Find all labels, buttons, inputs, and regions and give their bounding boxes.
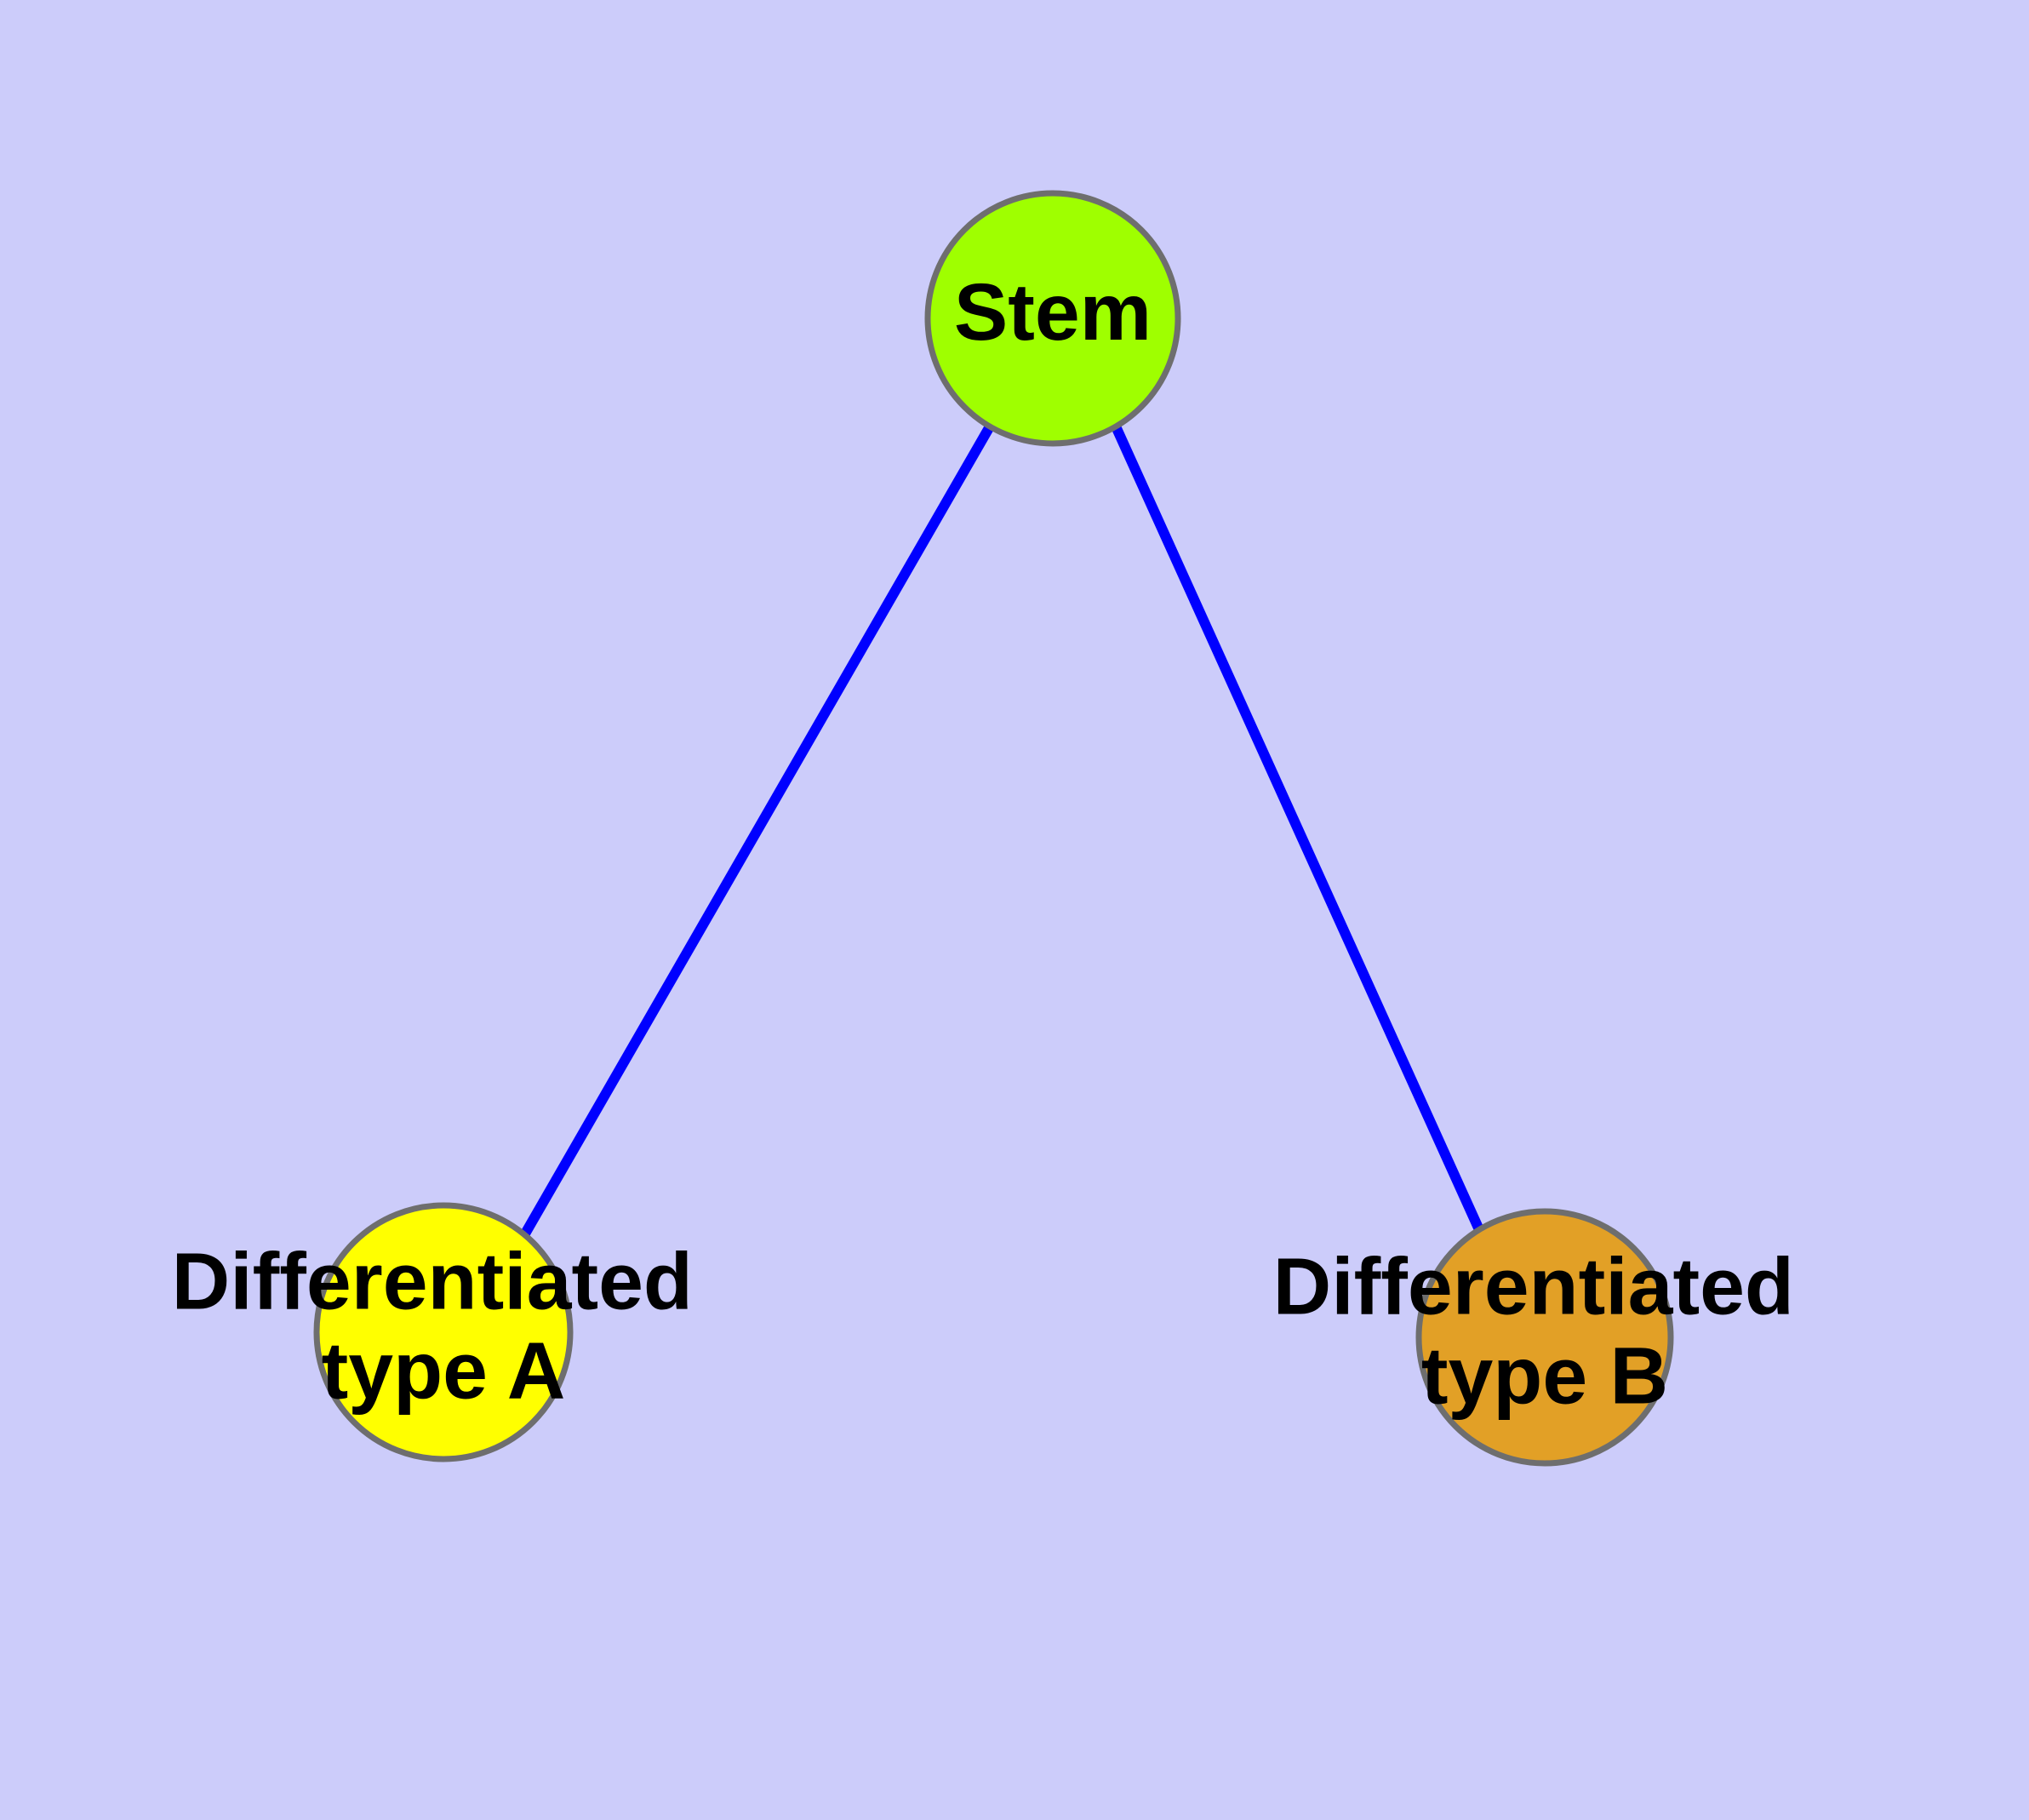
node-differentiated-type-a[interactable]: Differentiated type A <box>172 1202 716 1462</box>
node-differentiated-type-a-label-line-2: type A <box>322 1326 566 1417</box>
edge-stem-to-differentiated-type-a[interactable] <box>519 424 995 1238</box>
node-stem-label-line-1: Stem <box>954 267 1152 358</box>
node-differentiated-type-b-label-line-2: type B <box>1421 1331 1668 1422</box>
node-differentiated-type-b[interactable]: Differentiated type B <box>1273 1208 1817 1467</box>
node-stem[interactable]: Stem <box>924 190 1181 447</box>
edges-group <box>519 424 1486 1238</box>
nodes-group: Stem Differentiated type A Differentiate… <box>172 190 1817 1467</box>
node-differentiated-type-b-label: Differentiated type B <box>1273 1242 1817 1422</box>
node-differentiated-type-b-circle[interactable] <box>1415 1208 1674 1467</box>
edge-stem-to-differentiated-type-b[interactable] <box>1111 424 1486 1236</box>
node-differentiated-type-a-label-line-1: Differentiated <box>172 1237 693 1327</box>
node-stem-circle[interactable] <box>924 190 1181 447</box>
node-stem-label: Stem <box>954 267 1152 358</box>
node-differentiated-type-b-label-line-1: Differentiated <box>1273 1242 1794 1332</box>
node-differentiated-type-a-circle[interactable] <box>313 1202 574 1462</box>
node-differentiated-type-a-label: Differentiated type A <box>172 1237 716 1417</box>
